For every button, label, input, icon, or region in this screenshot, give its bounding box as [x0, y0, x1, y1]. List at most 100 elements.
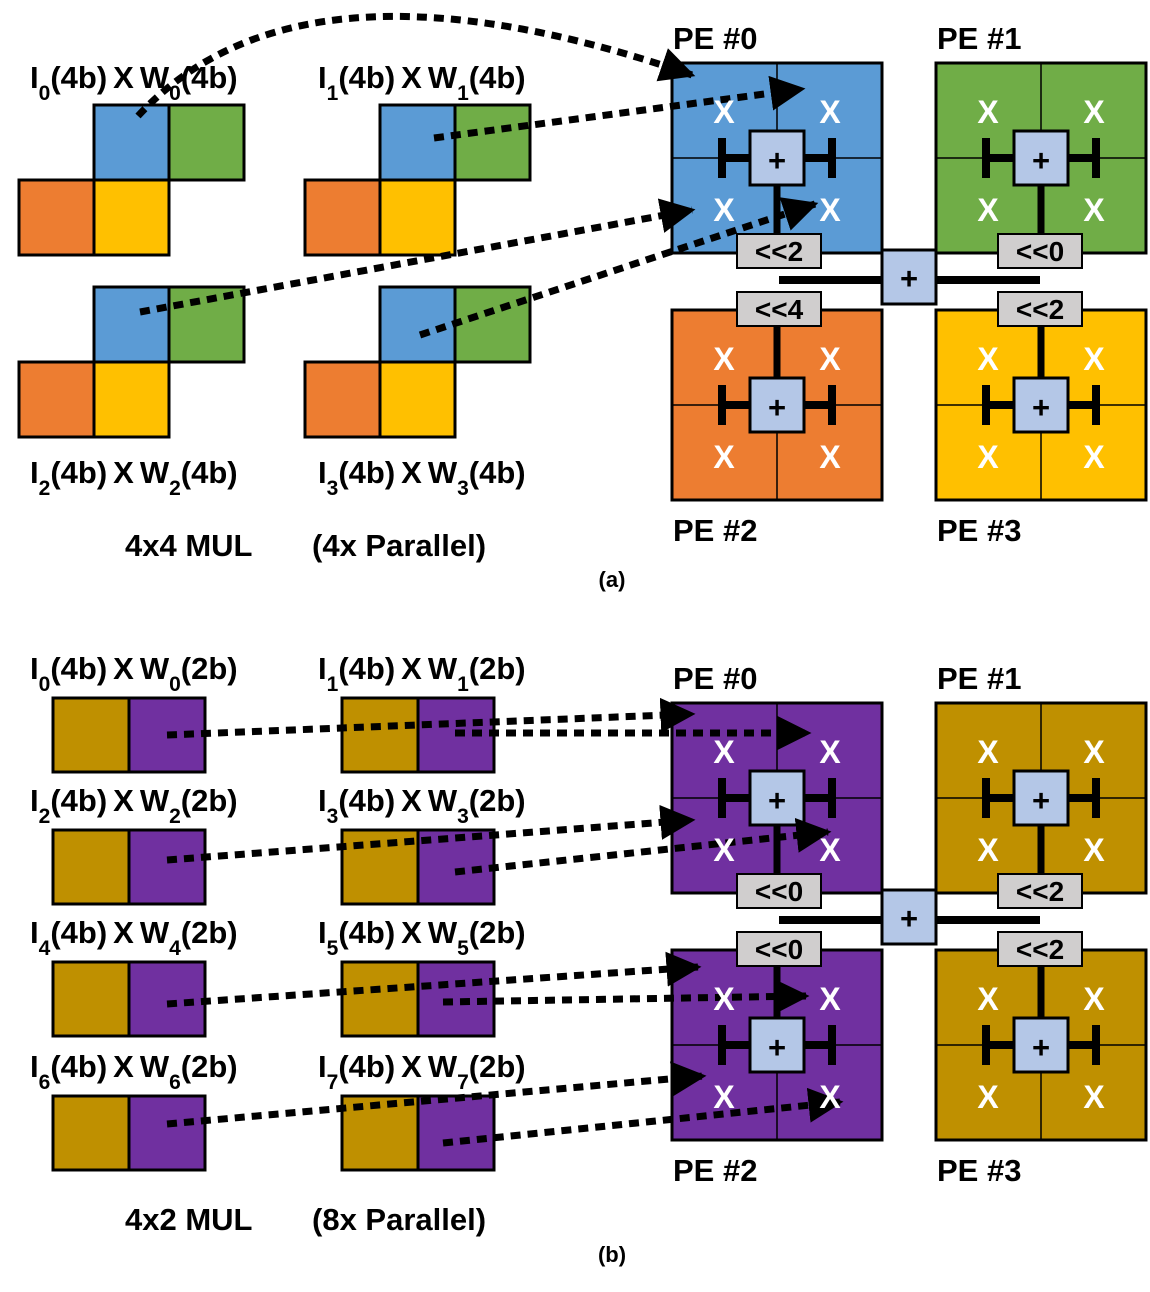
op-w-bits: (4b): [181, 455, 238, 490]
input-block-yellow: [378, 360, 457, 439]
pe-mul-x: X: [819, 734, 841, 770]
pe-mul-x: X: [977, 832, 999, 868]
caption: (b): [598, 1242, 626, 1267]
op-w-sub: 7: [457, 1071, 469, 1094]
pe-adder-plus: +: [768, 783, 786, 818]
input-block-orange: [303, 178, 382, 257]
pe-name: PE #3: [937, 513, 1021, 548]
op-i-sub: 1: [327, 673, 339, 696]
mode-label: 4x2 MUL: [125, 1202, 252, 1237]
op-x: X: [401, 455, 422, 490]
pe-adder-plus: +: [768, 143, 786, 178]
pe-adder-plus: +: [1032, 1030, 1050, 1065]
op-i: I: [30, 60, 39, 95]
shift-label: <<4: [755, 294, 804, 325]
op-w-sub: 4: [169, 937, 181, 960]
pe-mul-x: X: [713, 341, 735, 377]
pe-mul-x: X: [713, 734, 735, 770]
center-adder: [880, 248, 938, 306]
pe-mul-x: X: [977, 1079, 999, 1115]
op-w-sub: 5: [457, 937, 469, 960]
op-w-bits: (2b): [469, 651, 526, 686]
data-arrow: [454, 817, 832, 876]
pe-mul-x: X: [819, 192, 841, 228]
input-block-purple: [416, 1094, 496, 1172]
input-block-olive: [51, 1094, 131, 1172]
op-x: X: [113, 651, 134, 686]
pe-adder: [748, 129, 806, 187]
op-i-bits: (4b): [50, 651, 107, 686]
op-i-bits: (4b): [338, 651, 395, 686]
data-arrow: [166, 804, 696, 864]
center-adder-plus: +: [900, 261, 918, 296]
mode-label: 4x4 MUL: [125, 528, 252, 563]
pe-name: PE #1: [937, 661, 1021, 696]
op-i-sub: 2: [39, 477, 51, 500]
center-adder-plus: +: [900, 901, 918, 936]
input-block-blue: [378, 103, 457, 182]
op-i-sub: 0: [39, 82, 51, 105]
op-w-sub: 1: [457, 82, 469, 105]
data-arrow: [442, 979, 810, 1015]
data-arrow: [166, 951, 702, 1008]
pe-mul-x: X: [977, 192, 999, 228]
pe-mul-x: X: [713, 192, 735, 228]
op-i-bits: (4b): [50, 783, 107, 818]
op-i: I: [318, 915, 327, 950]
pe-adder-plus: +: [768, 390, 786, 425]
shift-label: <<0: [1016, 236, 1064, 267]
op-w-bits: (2b): [181, 783, 238, 818]
op-w: W: [428, 455, 458, 490]
op-w: W: [428, 651, 458, 686]
op-i: I: [30, 651, 39, 686]
op-x: X: [113, 915, 134, 950]
op-w-bits: (2b): [181, 915, 238, 950]
op-w: W: [140, 1049, 170, 1084]
data-arrow: [442, 1087, 844, 1147]
input-block-orange: [303, 360, 382, 439]
op-x: X: [113, 1049, 134, 1084]
op-w: W: [140, 651, 170, 686]
op-w-sub: 0: [169, 82, 181, 105]
input-block-yellow: [92, 360, 171, 439]
op-i-sub: 7: [327, 1071, 339, 1094]
op-i: I: [30, 455, 39, 490]
op-x: X: [401, 915, 422, 950]
op-w-bits: (4b): [469, 455, 526, 490]
input-block-green: [453, 103, 532, 182]
op-w: W: [140, 915, 170, 950]
op-i-sub: 5: [327, 937, 339, 960]
op-w-bits: (4b): [469, 60, 526, 95]
input-block-yellow: [92, 178, 171, 257]
pe-adder-plus: +: [1032, 783, 1050, 818]
op-w-bits: (2b): [469, 783, 526, 818]
op-i-sub: 0: [39, 673, 51, 696]
pe-adder-plus: +: [1032, 143, 1050, 178]
pe-mul-x: X: [819, 341, 841, 377]
op-i-sub: 3: [327, 805, 339, 828]
op-i: I: [30, 1049, 39, 1084]
shift-box: [997, 233, 1083, 269]
op-w-bits: (2b): [469, 915, 526, 950]
shift-box: [997, 291, 1083, 327]
op-i-bits: (4b): [50, 915, 107, 950]
pe-mul-x: X: [1083, 192, 1105, 228]
op-i: I: [318, 60, 327, 95]
op-w: W: [140, 455, 170, 490]
parallel-label: (8x Parallel): [312, 1202, 486, 1237]
shift-box: [736, 291, 822, 327]
pe-adder: [748, 769, 806, 827]
op-w: W: [428, 783, 458, 818]
op-i-sub: 4: [39, 937, 51, 960]
pe-mul-x: X: [819, 94, 841, 130]
op-w: W: [140, 60, 170, 95]
input-block-orange: [17, 178, 96, 257]
input-block-purple: [127, 828, 207, 906]
